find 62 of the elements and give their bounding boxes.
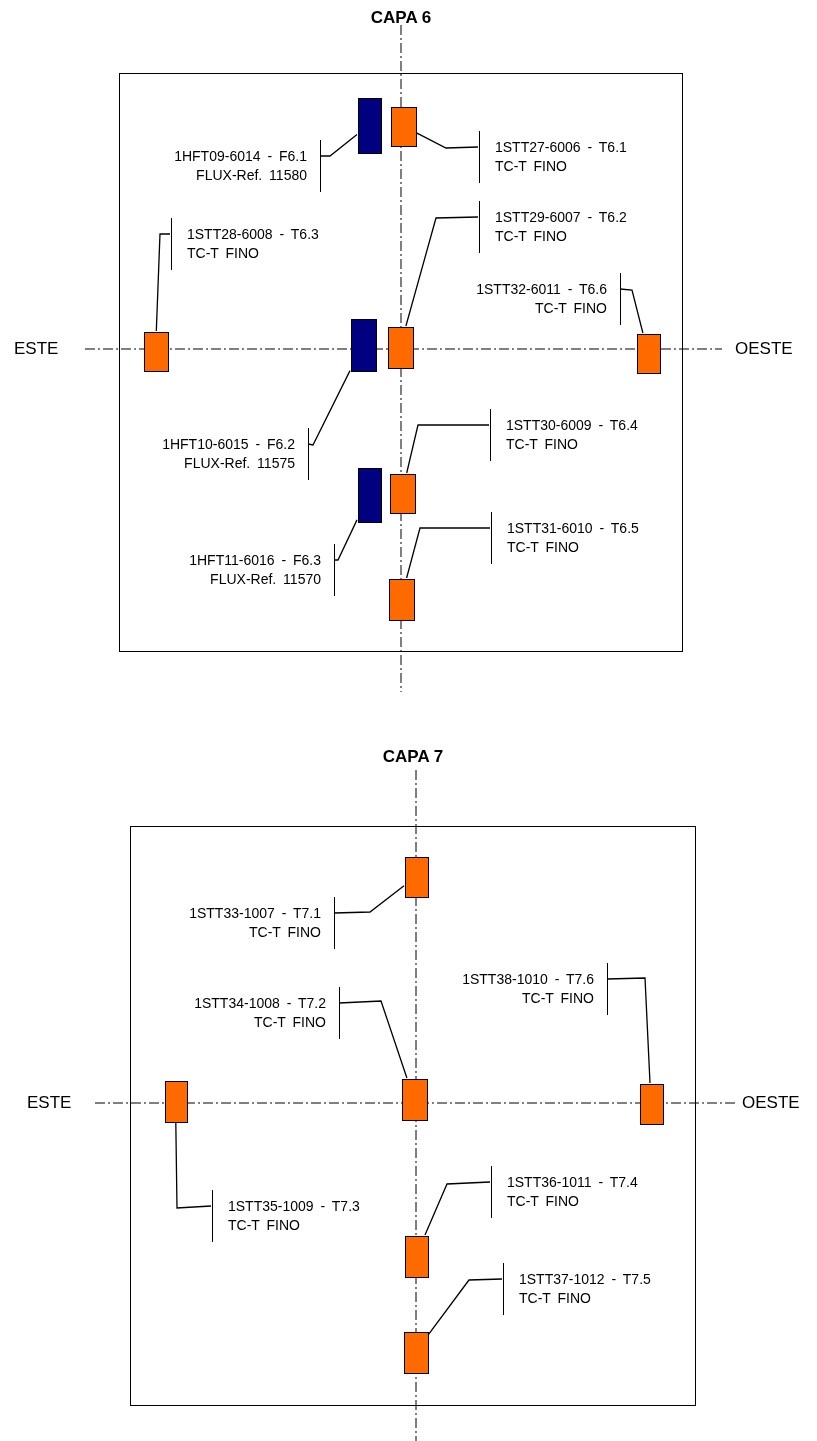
leader-line <box>427 1278 503 1336</box>
callout-text: 1STT31-6010 - T6.5 <box>507 519 639 538</box>
callout-text: TC-T FINO <box>249 923 321 942</box>
callout-text: TC-T FINO <box>535 299 607 318</box>
callout-text: 1STT32-6011 - T6.6 <box>476 280 607 299</box>
sensor-block <box>402 1079 428 1121</box>
leader-line <box>333 519 358 561</box>
callout-text: TC-T FINO <box>254 1013 326 1032</box>
leader-line <box>155 233 171 332</box>
callout-text: TC-T FINO <box>228 1216 300 1235</box>
leader-line <box>606 977 651 1084</box>
sensor-block <box>404 1332 429 1374</box>
leader-line <box>319 133 358 157</box>
leader-line <box>405 216 479 327</box>
sensor-block <box>358 468 382 523</box>
sensor-block <box>391 107 417 147</box>
callout-text: 1STT29-6007 - T6.2 <box>495 208 627 227</box>
sensor-block <box>165 1081 188 1123</box>
callout-text: TC-T FINO <box>506 435 578 454</box>
callout-text: 1STT30-6009 - T6.4 <box>506 416 638 435</box>
callout-text: TC-T FINO <box>507 538 579 557</box>
sensor-block <box>389 579 415 621</box>
leader-line <box>333 885 405 914</box>
callout-text: 1STT36-1011 - T7.4 <box>507 1173 638 1192</box>
callout-text: 1STT28-6008 - T6.3 <box>187 225 319 244</box>
callout-text: 1STT33-1007 - T7.1 <box>189 904 321 923</box>
sensor-block <box>640 1084 664 1125</box>
leader-line <box>175 1121 212 1209</box>
callout-text: FLUX-Ref. 11580 <box>196 166 307 185</box>
callout-text: TC-T FINO <box>519 1289 591 1308</box>
callout-text: TC-T FINO <box>187 244 259 263</box>
sensor-block <box>351 319 377 372</box>
callout-text: TC-T FINO <box>495 157 567 176</box>
callout-text: 1HFT10-6015 - F6.2 <box>162 435 295 454</box>
leader-line <box>424 1181 491 1236</box>
sensor-block <box>358 98 382 154</box>
callout-text: 1STT27-6006 - T6.1 <box>495 138 627 157</box>
sensor-block <box>390 474 416 514</box>
sensor-block <box>388 327 414 369</box>
callout-text: 1STT34-1008 - T7.2 <box>194 994 326 1013</box>
layer-title: CAPA 7 <box>382 746 444 768</box>
callout-text: TC-T FINO <box>495 227 567 246</box>
leader-line <box>415 132 479 149</box>
callout-text: 1STT35-1009 - T7.3 <box>228 1197 360 1216</box>
leader-line <box>307 369 351 446</box>
sensor-block <box>405 857 429 898</box>
sensor-block <box>405 1236 429 1278</box>
callout-text: 1STT37-1012 - T7.5 <box>519 1270 651 1289</box>
sensor-block <box>144 332 169 372</box>
layer-title: CAPA 6 <box>370 7 432 29</box>
leader-line <box>619 288 644 334</box>
leader-line <box>406 424 490 474</box>
callout-text: FLUX-Ref. 11570 <box>210 570 321 589</box>
sensor-block <box>637 334 661 374</box>
callout-text: 1HFT11-6016 - F6.3 <box>189 551 321 570</box>
callout-text: 1STT38-1010 - T7.6 <box>462 970 594 989</box>
callout-text: TC-T FINO <box>522 989 594 1008</box>
callout-text: TC-T FINO <box>507 1192 579 1211</box>
leader-line <box>405 527 491 579</box>
leader-line <box>338 1000 408 1079</box>
callout-text: 1HFT09-6014 - F6.1 <box>174 147 307 166</box>
callout-text: FLUX-Ref. 11575 <box>184 454 295 473</box>
